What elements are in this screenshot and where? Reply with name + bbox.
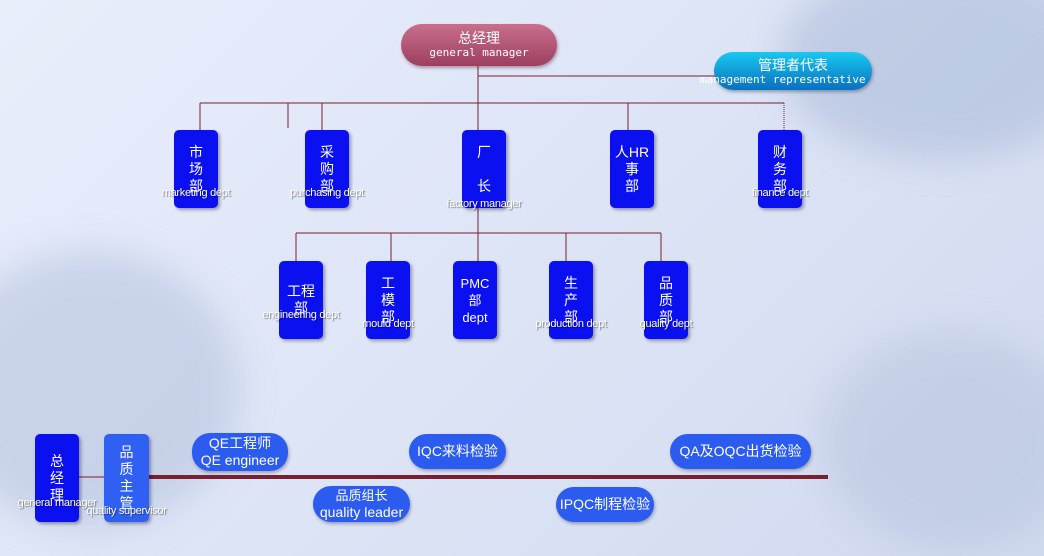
general-manager-box: 总经理 general manager — [401, 24, 557, 66]
quality-gm-box: 总 经 理 general manager — [18, 434, 97, 522]
quality-supervisor-box: 品 质 主 管 quality supervisor — [86, 434, 167, 522]
subdept-box-pmc: PMC 部 dept — [453, 261, 497, 339]
subdept-zh-label: 生 产 部 — [564, 274, 578, 325]
ipqc-pill: IPQC制程检验 — [556, 487, 654, 522]
qe-en-label: QE engineer — [200, 452, 280, 468]
subdept-en-label: quality dept — [639, 318, 693, 330]
iqc-label: IQC来料检验 — [417, 443, 498, 459]
quality-leader-pill: 品质组长 quality leader — [313, 486, 410, 522]
quality-supervisor-zh-label: 品 质 主 管 — [119, 444, 134, 511]
dept-box-finance: 财 务 部 finance dept — [752, 130, 808, 208]
dept-box-hr: 人HR 事 部 — [610, 130, 654, 208]
qe-zh-label: QE工程师 — [208, 435, 272, 451]
quality-gm-en-label: general manager — [17, 497, 97, 509]
management-representative-box: 管理者代表 management representative — [700, 52, 872, 90]
subdept-zh-label: PMC 部 dept — [460, 275, 490, 325]
subdept-zh-label: 工程 部 — [287, 283, 315, 316]
background-cloud — [820, 330, 1044, 550]
dept-zh-label: 厂 长 — [477, 143, 491, 194]
subdept-en-label: mould dept — [362, 318, 414, 330]
dept-zh-label: 人HR 事 部 — [614, 143, 650, 194]
dept-en-label: marketing dept — [161, 187, 231, 199]
dept-zh-label: 财 务 部 — [773, 143, 787, 194]
subdept-box-quality: 品 质 部 quality dept — [640, 261, 693, 339]
subdept-box-mould: 工 模 部 mould dept — [362, 261, 414, 339]
subdept-box-engineering: 工程 部 engineering dept — [262, 261, 340, 339]
dept-en-label: finance dept — [751, 187, 809, 199]
dept-box-factory-manager: 厂 长 factory manager — [447, 130, 522, 210]
leader-zh-label: 品质组长 — [335, 488, 388, 503]
gm-zh-label: 总经理 — [458, 30, 500, 46]
leader-en-label: quality leader — [319, 504, 404, 520]
quality-gm-zh-label: 总 经 理 — [50, 452, 64, 503]
quality-supervisor-en-label: quality supervisor — [86, 505, 167, 517]
qe-engineer-pill: QE工程师 QE engineer — [192, 433, 288, 471]
gm-en-label: general manager — [429, 46, 529, 59]
subdept-en-label: production dept — [535, 318, 607, 330]
oqc-pill: QA及OQC出货检验 — [670, 434, 811, 469]
dept-box-purchasing: 采 购 部 purchasing dept — [290, 130, 364, 208]
dept-zh-label: 采 购 部 — [320, 143, 334, 194]
rep-zh-label: 管理者代表 — [758, 57, 828, 73]
iqc-pill: IQC来料检验 — [409, 434, 506, 469]
subdept-en-label: engineering dept — [262, 309, 340, 321]
rep-en-label: management representative — [700, 73, 866, 86]
dept-zh-label: 市 场 部 — [189, 143, 203, 194]
subdept-box-production: 生 产 部 production dept — [535, 261, 607, 339]
dept-en-label: factory manager — [446, 198, 522, 210]
dept-en-label: purchasing dept — [290, 187, 364, 199]
subdept-zh-label: 品 质 部 — [659, 274, 673, 325]
subdept-zh-label: 工 模 部 — [381, 274, 395, 325]
dept-box-marketing: 市 场 部 marketing dept — [162, 130, 231, 208]
oqc-label: QA及OQC出货检验 — [679, 443, 802, 459]
ipqc-label: IPQC制程检验 — [559, 496, 651, 512]
